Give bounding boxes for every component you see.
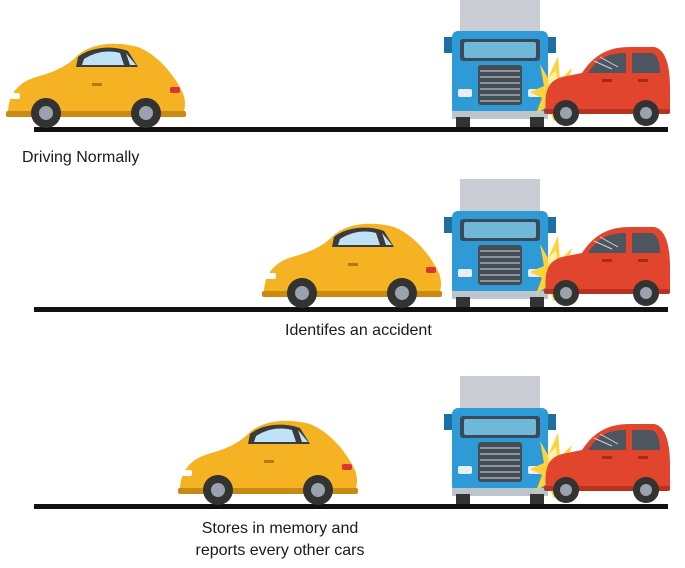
- road-line: [34, 504, 668, 509]
- road-line: [34, 127, 668, 132]
- yellow-sports-car-icon: [262, 223, 442, 308]
- red-hatchback-icon: [543, 423, 671, 504]
- panel-3: [34, 375, 671, 509]
- panel-2: [34, 178, 671, 312]
- panel-1: [6, 0, 671, 132]
- yellow-sports-car-icon: [6, 43, 186, 128]
- red-hatchback-icon: [543, 226, 671, 307]
- caption-stores-and-reports: Stores in memory and reports every other…: [195, 520, 365, 559]
- road-line: [34, 307, 668, 312]
- red-hatchback-icon: [543, 46, 671, 127]
- caption-identifies-accident: Identifes an accident: [285, 322, 432, 339]
- caption-driving-normally: Driving Normally: [22, 149, 140, 166]
- yellow-sports-car-icon: [178, 420, 358, 505]
